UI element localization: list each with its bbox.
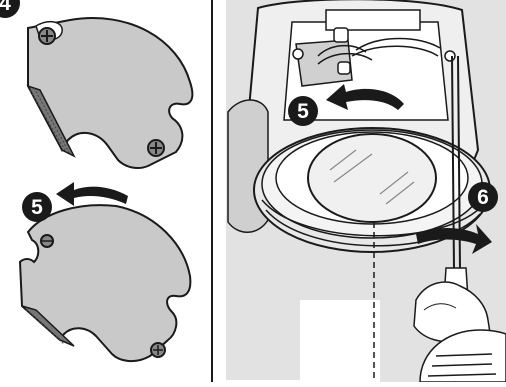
step-number: 5 [31, 195, 43, 219]
step-badge-4: 4 [0, 0, 20, 18]
curved-arrow-icon [326, 84, 404, 110]
mounting-plate-bottom [18, 204, 192, 362]
screw-icon [40, 234, 54, 248]
step-badge-5-left: 5 [22, 192, 52, 222]
lens-cover [307, 133, 437, 223]
curved-arrow-icon [56, 182, 128, 206]
screw-icon [150, 342, 166, 358]
step-number: 4 [0, 0, 11, 15]
step-number: 5 [297, 99, 309, 123]
step-number: 6 [477, 185, 489, 209]
camera-housing [227, 0, 480, 233]
step-badge-5-right: 5 [288, 96, 318, 126]
step-badge-6: 6 [468, 182, 498, 212]
screw-icon [38, 27, 56, 45]
screw-icon [147, 139, 165, 157]
